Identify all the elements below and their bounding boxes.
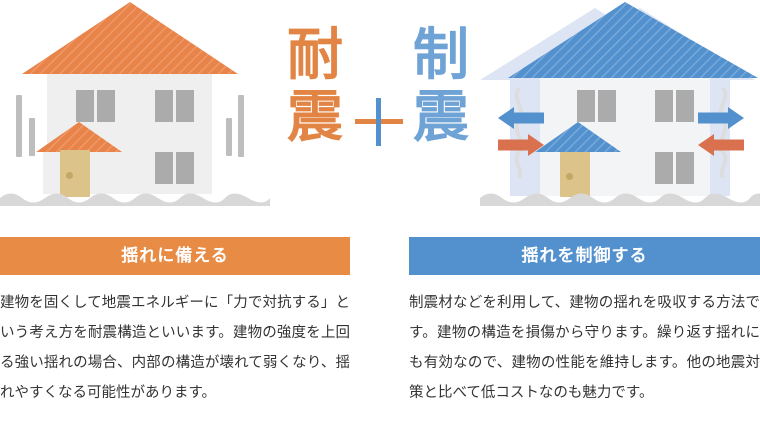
- window-upper-right-b: [174, 88, 196, 124]
- kanji-seishin: 制 震: [410, 24, 472, 148]
- window-lower-a: [653, 150, 675, 186]
- window-lower-b: [174, 150, 196, 186]
- kanji-taishin: 耐 震: [284, 24, 346, 148]
- arrow-left-inward-salmon: [498, 134, 544, 156]
- left-house-roof: [22, 2, 238, 74]
- panel-taishin-body: 建物を固くして地震エネルギーに「力で対抗する」という考え方を耐震構造といいます。…: [0, 295, 350, 401]
- panel-taishin-heading: 揺れに備える: [0, 237, 350, 275]
- center-kanji-group: 耐 震 制 震: [272, 0, 482, 215]
- left-house-door-knob: [66, 172, 73, 179]
- window-upper-left-a: [575, 88, 597, 124]
- right-house-roof: [508, 2, 758, 78]
- arrow-right-inward-salmon: [698, 134, 744, 156]
- right-house-door: [560, 152, 590, 197]
- window-lower-b: [674, 150, 696, 186]
- right-house-illustration: [480, 0, 760, 215]
- window-lower-a: [153, 150, 175, 186]
- panel-seishin: 揺れを制御する 制震材などを利用して、建物の揺れを吸収する方法です。建物の構造を…: [409, 237, 760, 408]
- right-house-porch-roof: [535, 122, 621, 152]
- window-upper-left-b: [596, 88, 618, 124]
- squiggle-right: [718, 88, 728, 178]
- left-house-illustration: [0, 0, 270, 215]
- shake-line-right-short: [226, 118, 232, 156]
- panel-seishin-heading: 揺れを制御する: [409, 237, 760, 275]
- kanji-seishin-char-1: 制: [413, 22, 469, 88]
- left-house-ground: [0, 193, 270, 206]
- shake-line-left-short: [29, 118, 35, 156]
- panel-taishin: 揺れに備える 建物を固くして地震エネルギーに「力で対抗する」という考え方を耐震構…: [0, 237, 350, 408]
- window-upper-right-b: [674, 88, 696, 124]
- kanji-taishin-char-2: 震: [287, 84, 343, 150]
- left-house-porch-roof: [36, 122, 122, 152]
- window-upper-left-a: [74, 88, 96, 124]
- panel-seishin-body: 制震材などを利用して、建物の揺れを吸収する方法です。建物の構造を損傷から守ります…: [409, 295, 760, 401]
- window-upper-left-b: [95, 88, 117, 124]
- squiggle-left: [514, 88, 524, 178]
- kanji-seishin-char-2: 震: [413, 84, 469, 150]
- plus-vertical-bar: [376, 98, 381, 146]
- window-upper-right-a: [653, 88, 675, 124]
- window-upper-right-a: [153, 88, 175, 124]
- arrow-left-outward-blue: [498, 107, 544, 129]
- plus-icon: [355, 98, 403, 146]
- right-house-door-knob: [566, 173, 573, 180]
- shake-line-right-long: [238, 95, 244, 157]
- arrow-right-outward-blue: [698, 107, 744, 129]
- left-house-door: [60, 150, 90, 197]
- right-house-ground: [480, 193, 760, 206]
- illustration-band: 耐 震 制 震: [0, 0, 760, 215]
- kanji-taishin-char-1: 耐: [287, 22, 343, 88]
- shake-line-left-long: [16, 95, 22, 157]
